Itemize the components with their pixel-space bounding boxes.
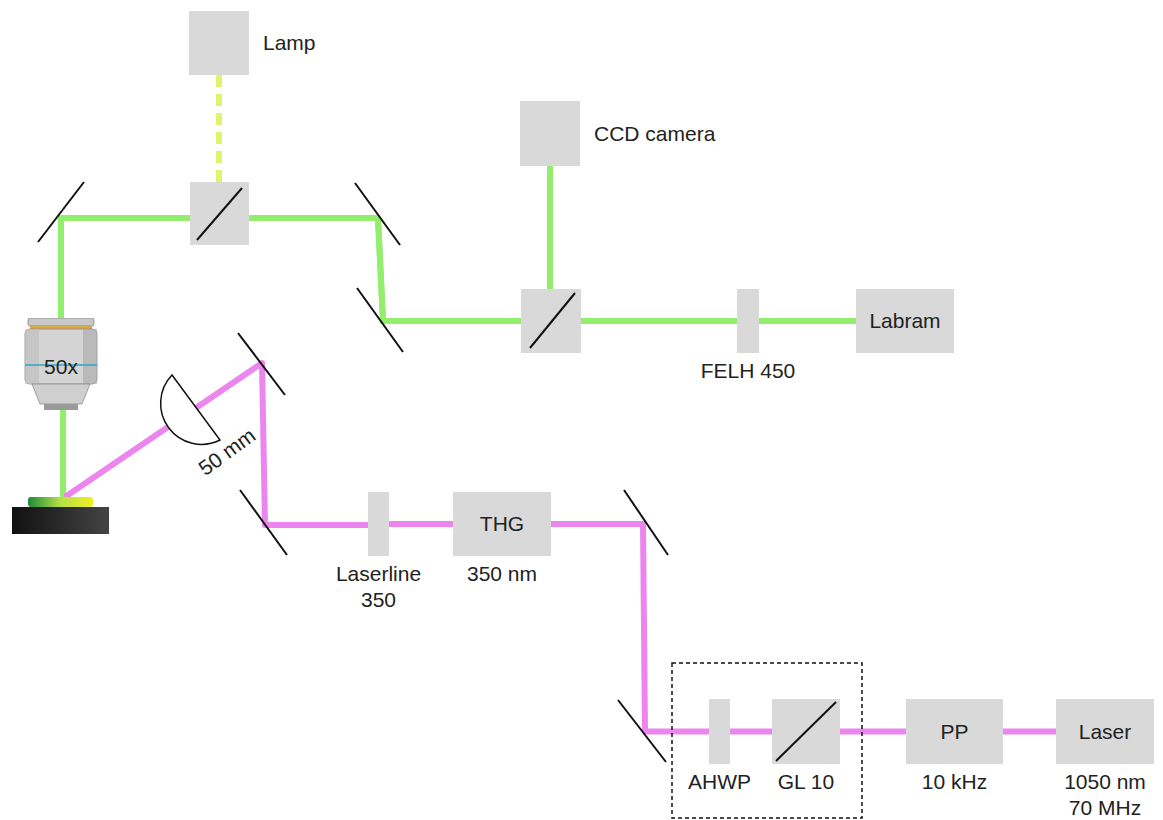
component-label: Lamp: [263, 30, 316, 56]
beam-path: [840, 731, 906, 732]
beam-path: [730, 731, 772, 732]
beam-segment: [730, 729, 772, 735]
optical-component: FELH 450: [737, 289, 759, 353]
component-name: 50x: [44, 354, 78, 380]
component-label: AHWP: [688, 769, 751, 795]
component-label: CCD camera: [594, 121, 715, 147]
mirrors: [38, 182, 668, 762]
optical-component: THG350 nm: [453, 492, 551, 556]
component-label: GL 10: [778, 769, 834, 795]
component-label: 350 nm: [467, 561, 537, 587]
optical-component: PP10 kHz: [906, 699, 1003, 764]
component-label: FELH 450: [701, 358, 796, 384]
optical-component: CCD camera: [520, 101, 580, 166]
polarizer-diagonal: [772, 699, 840, 764]
beam-segment: [551, 524, 709, 732]
beam-segment: [840, 729, 906, 735]
beam-segment: [61, 166, 550, 321]
optical-component: Labram: [856, 289, 954, 353]
pink-beam: [65, 363, 368, 525]
beam-path: [61, 166, 550, 321]
component-name: THG: [480, 511, 524, 537]
optical-component: Laser1050 nm 70 MHz: [1056, 699, 1154, 764]
optical-component: AHWP: [709, 699, 730, 764]
beam-path: [389, 524, 453, 525]
sample: [12, 497, 109, 534]
component-label: Laserline 350: [329, 561, 429, 613]
beam-path: [1003, 731, 1056, 732]
component-name: PP: [940, 719, 968, 745]
component-label: 1050 nm 70 MHz: [1053, 769, 1157, 820]
optical-component: Lamp: [189, 11, 249, 75]
dashed-enclosure: [672, 663, 862, 818]
beam-segment: [61, 218, 737, 321]
beam-path: [551, 524, 709, 732]
lens: [161, 375, 220, 444]
beam-path: [61, 218, 737, 321]
optical-component: Laserline 350: [368, 492, 389, 556]
beamsplitters: [190, 182, 581, 353]
beam-segment: [759, 318, 856, 324]
beam-segment: [389, 521, 453, 527]
component-name: Labram: [869, 308, 940, 334]
beam-segment: [1003, 729, 1056, 735]
green-beam: [60, 410, 66, 497]
component-name: Laser: [1079, 719, 1132, 745]
objective-lens: 50x: [24, 318, 98, 410]
beam-path: [759, 321, 856, 322]
optical-component: GL 10: [772, 699, 840, 764]
component-label: 10 kHz: [922, 769, 987, 795]
